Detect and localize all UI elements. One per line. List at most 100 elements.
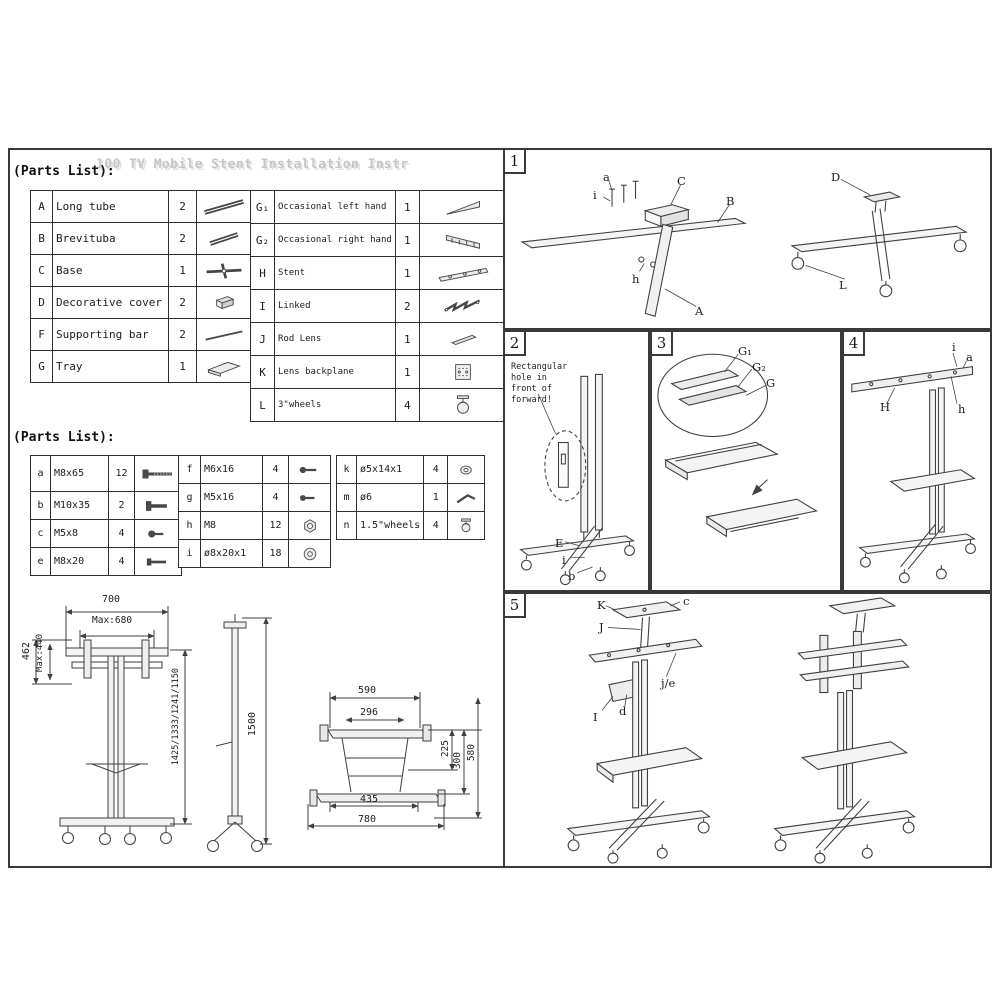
dim-front-height-range: 1425/1333/1241/1150: [171, 668, 181, 766]
hw-name: M6x16: [200, 455, 263, 484]
dim-plate-top-width: 590: [358, 685, 377, 696]
dim-plate-mid-height: 300: [452, 752, 463, 770]
part-qty: 1: [168, 350, 197, 383]
hw-qty: 2: [108, 491, 135, 520]
parts-list-title: (Parts List):: [13, 164, 115, 179]
linked-strip-icon: [444, 299, 481, 313]
step4-label-a: a: [966, 350, 973, 364]
step-3-drawing: [657, 353, 818, 538]
hw-name: M8x20: [50, 547, 109, 576]
table-row: L 3"wheels 4: [250, 388, 508, 422]
part-id: L: [250, 388, 275, 422]
tray-icon: [206, 361, 241, 377]
hw-id: e: [30, 547, 51, 576]
hw-name: ø6: [355, 483, 425, 512]
part-id: J: [250, 322, 275, 356]
step5-label-J: J: [599, 620, 604, 634]
step5-label-d: d: [619, 704, 627, 718]
part-qty: 1: [394, 223, 420, 257]
part-name: Rod Lens: [274, 322, 396, 356]
part-id: B: [30, 222, 53, 255]
allen-key-icon: [456, 493, 476, 503]
step1-label-L: L: [839, 278, 847, 292]
table-row: f M6x16 4: [178, 455, 331, 484]
hw-id: b: [30, 491, 51, 520]
step1-label-A: A: [695, 304, 704, 318]
table-row: B Brevituba 2: [30, 222, 251, 255]
hw-qty: 4: [423, 455, 449, 484]
dim-plate-inner-height: 225: [440, 740, 451, 758]
hw-id: g: [178, 483, 201, 512]
dim-front-max-width: Max:680: [92, 615, 133, 626]
hw-name: M5x16: [200, 483, 263, 512]
hw-name: 1.5"wheels: [355, 511, 425, 540]
hw-id: c: [30, 519, 51, 548]
table-row: c M5x8 4: [30, 519, 182, 548]
part-qty: 1: [394, 322, 420, 356]
parts-table-left: A Long tube 2 B Brevituba 2 C Base 1 D D…: [30, 190, 251, 383]
step-5-drawing: [566, 597, 916, 864]
hw-name: M10x35: [50, 491, 109, 520]
step-5-number: 5: [503, 592, 526, 618]
part-id: H: [250, 256, 275, 290]
table-row: K Lens backplane 1: [250, 355, 508, 389]
table-row: a M8x65 12: [30, 455, 182, 492]
part-qty: 1: [394, 256, 420, 290]
hw-qty: 1: [423, 483, 449, 512]
hw-qty: 4: [262, 455, 289, 484]
part-qty: 1: [394, 355, 420, 389]
nut-icon: [303, 518, 316, 533]
part-id: A: [30, 190, 53, 223]
part-name: Decorative cover: [52, 286, 169, 319]
hw-name: M8x65: [50, 455, 109, 492]
part-qty: 2: [168, 190, 197, 223]
step-3-panel: 3 G₁ G₂ G: [650, 330, 842, 592]
part-id: K: [250, 355, 275, 389]
support-bar-icon: [204, 329, 243, 340]
part-name: Occasional left hand: [274, 190, 396, 224]
bolt-icon: [146, 500, 167, 511]
hw-id: n: [336, 511, 357, 540]
ghost-title: 100 TV Mobile Stent Installation Instr: [95, 157, 409, 172]
screw-icon: [299, 466, 316, 473]
step5-label-c: c: [683, 594, 690, 608]
part-id: I: [250, 289, 275, 323]
step-4-panel: 4 i a H h: [842, 330, 992, 592]
hw-id: f: [178, 455, 201, 484]
step2-note: Rectangular hole in front of forward!: [511, 362, 568, 406]
part-id: G₂: [250, 223, 275, 257]
hw-qty: 18: [262, 539, 289, 568]
dim-side-height: 1500: [247, 712, 258, 737]
step5-label-je: j/e: [661, 676, 676, 690]
hw-name: ø8x20x1: [200, 539, 263, 568]
screw-icon: [299, 494, 314, 501]
part-id: G₁: [250, 190, 275, 224]
part-qty: 2: [168, 286, 197, 319]
table-row: m ø6 1: [336, 483, 486, 512]
part-name: Brevituba: [52, 222, 169, 255]
part-id: F: [30, 318, 53, 351]
part-name: Occasional right hand: [274, 223, 396, 257]
step-1-panel: 1 a i C: [503, 148, 992, 330]
cover-icon: [214, 295, 234, 309]
step5-label-K: K: [597, 598, 606, 612]
step-3-number: 3: [650, 330, 673, 356]
dim-front-width: 700: [102, 594, 121, 605]
hw-qty: 4: [423, 511, 449, 540]
step-2-number: 2: [503, 330, 526, 356]
dim-plate-inner-width: 296: [360, 707, 379, 718]
part-name: Base: [52, 254, 169, 287]
step-4-drawing: [851, 352, 976, 584]
hw-qty: 4: [262, 483, 289, 512]
table-row: g M5x16 4: [178, 483, 331, 512]
small-screw-icon: [148, 529, 164, 538]
table-row: H Stent 1: [250, 256, 508, 290]
table-row: k ø5x14x1 4: [336, 455, 486, 484]
hw-id: h: [178, 511, 201, 540]
step1-label-B: B: [726, 194, 735, 208]
dim-front-left-max: Max:440: [35, 634, 45, 672]
part-id: C: [30, 254, 53, 287]
step1-label-i: i: [593, 188, 597, 202]
long-bolt-icon: [142, 469, 172, 478]
step1-label-D: D: [831, 170, 841, 184]
